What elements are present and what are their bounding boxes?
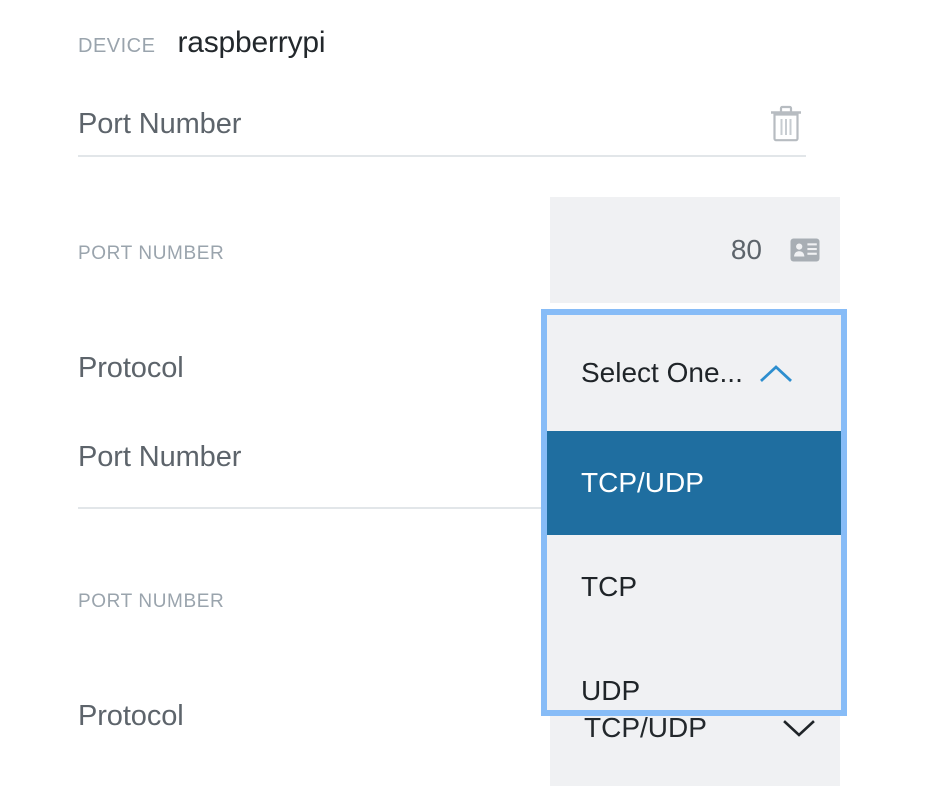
section-header-1: Port Number	[78, 93, 806, 155]
protocol-dropdown-trigger[interactable]: Select One...	[547, 315, 841, 431]
field-label-protocol-1: Protocol	[78, 352, 184, 384]
device-header: DEVICE raspberrypi	[78, 26, 326, 60]
protocol-select-2-value: TCP/UDP	[584, 712, 707, 743]
port-number-input-1[interactable]: 80	[550, 197, 840, 303]
chevron-up-icon[interactable]	[759, 364, 793, 384]
dropdown-option-udp[interactable]: UDP	[547, 639, 841, 710]
field-label-port-number-2: PORT NUMBER	[78, 591, 225, 612]
protocol-dropdown-trigger-label: Select One...	[581, 357, 743, 388]
section-divider-1	[78, 155, 806, 157]
field-label-protocol-2: Protocol	[78, 700, 184, 732]
delete-port-button-1[interactable]	[766, 102, 806, 146]
dropdown-option-tcp-udp[interactable]: TCP/UDP	[547, 431, 841, 535]
contact-card-icon	[790, 238, 820, 262]
section-title-port-number-2: Port Number	[78, 441, 242, 473]
trash-icon	[769, 105, 803, 143]
chevron-down-icon[interactable]	[782, 712, 816, 746]
field-label-port-number-1: PORT NUMBER	[78, 243, 225, 264]
dropdown-option-tcp[interactable]: TCP	[547, 535, 841, 639]
section-divider-2	[78, 507, 806, 509]
section-title-port-number-1: Port Number	[78, 107, 242, 140]
contact-card-icon-button[interactable]	[788, 233, 822, 267]
device-kicker-label: DEVICE	[78, 35, 156, 57]
port-number-value-1: 80	[730, 234, 762, 265]
protocol-dropdown-open[interactable]: Select One... TCP/UDP TCP UDP	[541, 309, 847, 716]
device-name-value: raspberrypi	[177, 26, 326, 59]
